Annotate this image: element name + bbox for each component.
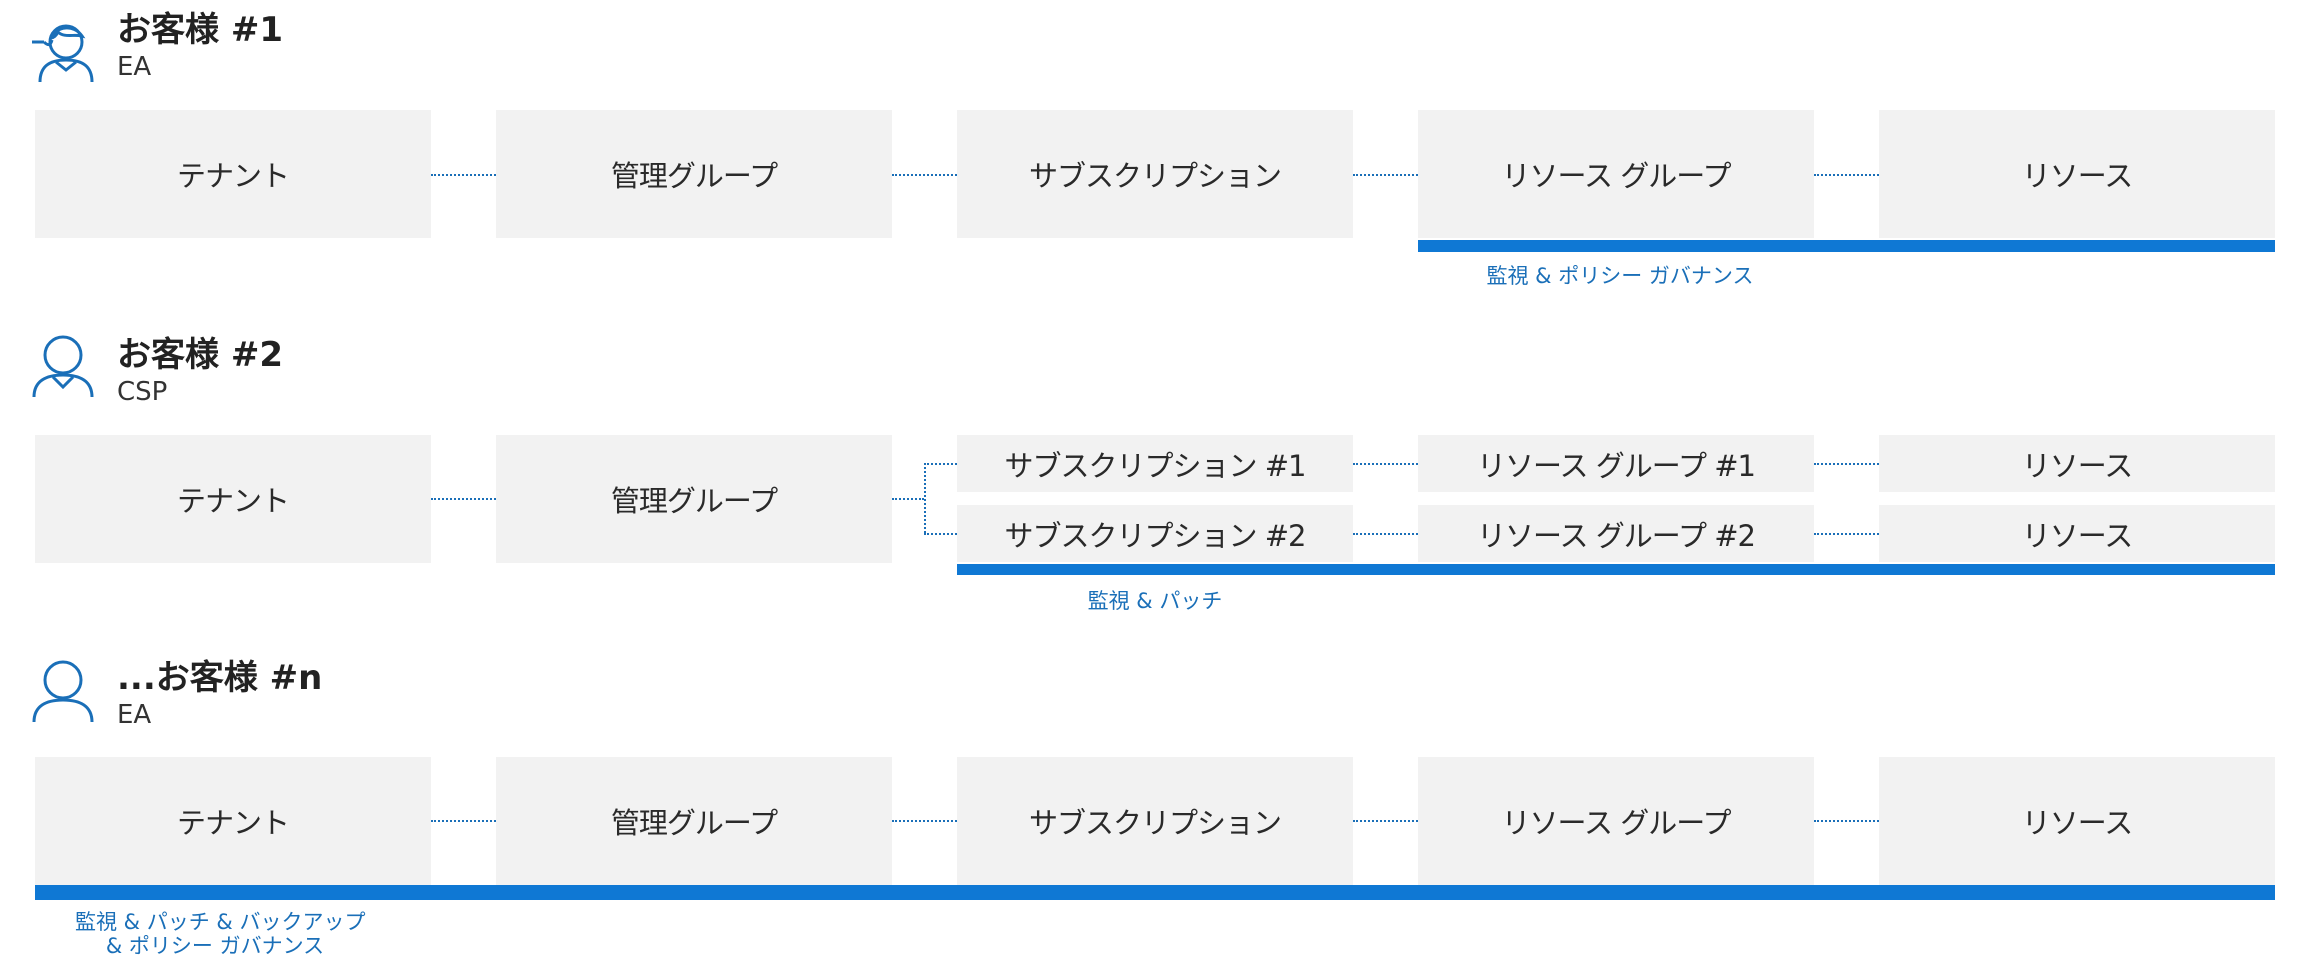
customer-2-plan: CSP [117, 377, 168, 407]
scope-bar [35, 885, 2275, 900]
scope-caption: 監視 & パッチ & バックアップ & ポリシー ガバナンス [75, 910, 366, 958]
connector [1353, 463, 1418, 465]
subscription-2-box: サブスクリプション #2 [957, 505, 1353, 562]
scope-caption-line: 監視 & ポリシー ガバナンス [1486, 264, 1754, 288]
user-icon [32, 335, 94, 398]
management-group-box: 管理グループ [496, 757, 892, 885]
management-group-box: 管理グループ [496, 435, 892, 563]
subscription-box: サブスクリプション [957, 757, 1353, 885]
connector [1353, 820, 1418, 822]
scope-caption: 監視 & パッチ [955, 589, 1355, 613]
connector [1814, 820, 1879, 822]
tenant-box: テナント [35, 435, 431, 563]
resource-box: リソース [1879, 110, 2275, 238]
connector [892, 174, 957, 176]
tenant-box: テナント [35, 110, 431, 238]
subscription-1-box: サブスクリプション #1 [957, 435, 1353, 492]
scope-caption-line: 監視 & パッチ [1087, 589, 1223, 613]
customer-1-plan: EA [117, 52, 152, 82]
customer-2-title: お客様 #2 [117, 335, 283, 375]
resource-box: リソース [1879, 505, 2275, 562]
connector [892, 820, 957, 822]
resource-group-2-box: リソース グループ #2 [1418, 505, 1814, 562]
connector [431, 498, 496, 500]
scope-caption: 監視 & ポリシー ガバナンス [1420, 264, 1820, 288]
resource-group-box: リソース グループ [1418, 110, 1814, 238]
user-icon [32, 660, 94, 723]
connector [1814, 174, 1879, 176]
connector [1814, 463, 1879, 465]
branch-connector [924, 463, 926, 533]
scope-caption-line: 監視 & パッチ & バックアップ [75, 910, 366, 934]
customer-n-title: ...お客様 #n [117, 658, 323, 698]
connector [924, 533, 957, 535]
connector [431, 174, 496, 176]
scope-bar [957, 564, 2275, 575]
customer-n-plan: EA [117, 700, 152, 730]
scope-bar [1418, 240, 2275, 252]
tenant-box: テナント [35, 757, 431, 885]
resource-box: リソース [1879, 757, 2275, 885]
connector [892, 498, 924, 500]
scope-caption-line: & ポリシー ガバナンス [105, 934, 325, 958]
subscription-box: サブスクリプション [957, 110, 1353, 238]
connector [1353, 533, 1418, 535]
connector [431, 820, 496, 822]
resource-box: リソース [1879, 435, 2275, 492]
resource-group-1-box: リソース グループ #1 [1418, 435, 1814, 492]
management-group-box: 管理グループ [496, 110, 892, 238]
customer-1-title: お客様 #1 [117, 10, 283, 50]
user-icon-with-hair [32, 24, 94, 83]
resource-group-box: リソース グループ [1418, 757, 1814, 885]
connector [1353, 174, 1418, 176]
connector [1814, 533, 1879, 535]
connector [924, 463, 957, 465]
